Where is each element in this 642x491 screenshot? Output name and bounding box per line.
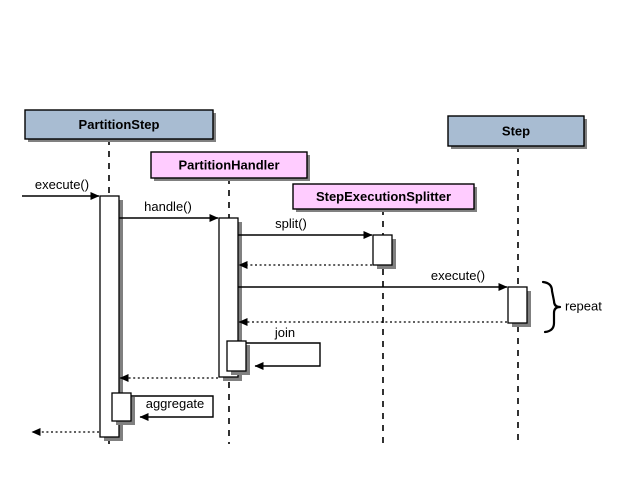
repeat-brace-icon bbox=[541, 280, 562, 334]
lifeline-header-box-step[interactable] bbox=[447, 115, 585, 147]
lifeline-label-step: Step bbox=[502, 123, 530, 138]
message-label-msg-join: join bbox=[274, 325, 295, 340]
activation-bar bbox=[111, 392, 132, 422]
activation-act-aggregate-nested bbox=[111, 392, 135, 425]
lifeline-header-box-partitionstep[interactable] bbox=[24, 109, 214, 140]
annotation-repeat-brace: repeat bbox=[541, 280, 602, 334]
message-label-msg-handle: handle() bbox=[144, 199, 192, 214]
activation-bar bbox=[99, 195, 120, 438]
activation-bar bbox=[218, 217, 239, 378]
message-label-msg-split: split() bbox=[275, 216, 307, 231]
activation-act-join-nested bbox=[226, 340, 250, 375]
lifeline-header-box-stepexecutionsplitter[interactable] bbox=[292, 183, 475, 210]
message-msg-handle[interactable]: handle() bbox=[119, 199, 219, 222]
annotation-label-repeat-brace: repeat bbox=[565, 298, 602, 313]
lifeline-label-stepexecutionsplitter: StepExecutionSplitter bbox=[316, 189, 451, 204]
messages-layer: execute() handle() split() execute() join agg… bbox=[22, 177, 508, 436]
lifeline-stepexecutionsplitter[interactable]: StepExecutionSplitter bbox=[292, 183, 477, 444]
activation-bar bbox=[507, 286, 528, 324]
activation-bar bbox=[226, 340, 247, 372]
activations-layer bbox=[99, 195, 531, 441]
activation-act-partitionstep bbox=[99, 195, 123, 441]
message-msg-execute-in[interactable]: execute() bbox=[22, 177, 100, 200]
lifelines-layer: PartitionStepPartitionHandlerStepExecuti… bbox=[24, 109, 587, 444]
lifeline-partitionhandler[interactable]: PartitionHandler bbox=[150, 151, 310, 444]
message-msg-split[interactable]: split() bbox=[238, 216, 373, 239]
activation-act-splitter bbox=[372, 234, 396, 269]
activation-bar bbox=[372, 234, 393, 266]
message-msg-join[interactable]: join bbox=[246, 325, 321, 370]
message-label-msg-execute-step: execute() bbox=[431, 268, 485, 283]
message-msg-aggregate[interactable]: aggregate bbox=[131, 395, 214, 421]
message-self-path bbox=[246, 342, 321, 370]
lifeline-header-box-partitionhandler[interactable] bbox=[150, 151, 308, 179]
message-msg-execute-step[interactable]: execute() bbox=[238, 268, 508, 291]
lifeline-label-partitionhandler: PartitionHandler bbox=[178, 157, 279, 172]
annotations-layer: repeat bbox=[541, 280, 602, 334]
lifeline-partitionstep[interactable]: PartitionStep bbox=[24, 109, 216, 444]
message-label-msg-execute-in: execute() bbox=[35, 177, 89, 192]
message-label-msg-aggregate: aggregate bbox=[146, 396, 205, 411]
lifeline-label-partitionstep: PartitionStep bbox=[79, 117, 160, 132]
activation-act-step bbox=[507, 286, 531, 327]
message-self-path bbox=[131, 395, 214, 421]
